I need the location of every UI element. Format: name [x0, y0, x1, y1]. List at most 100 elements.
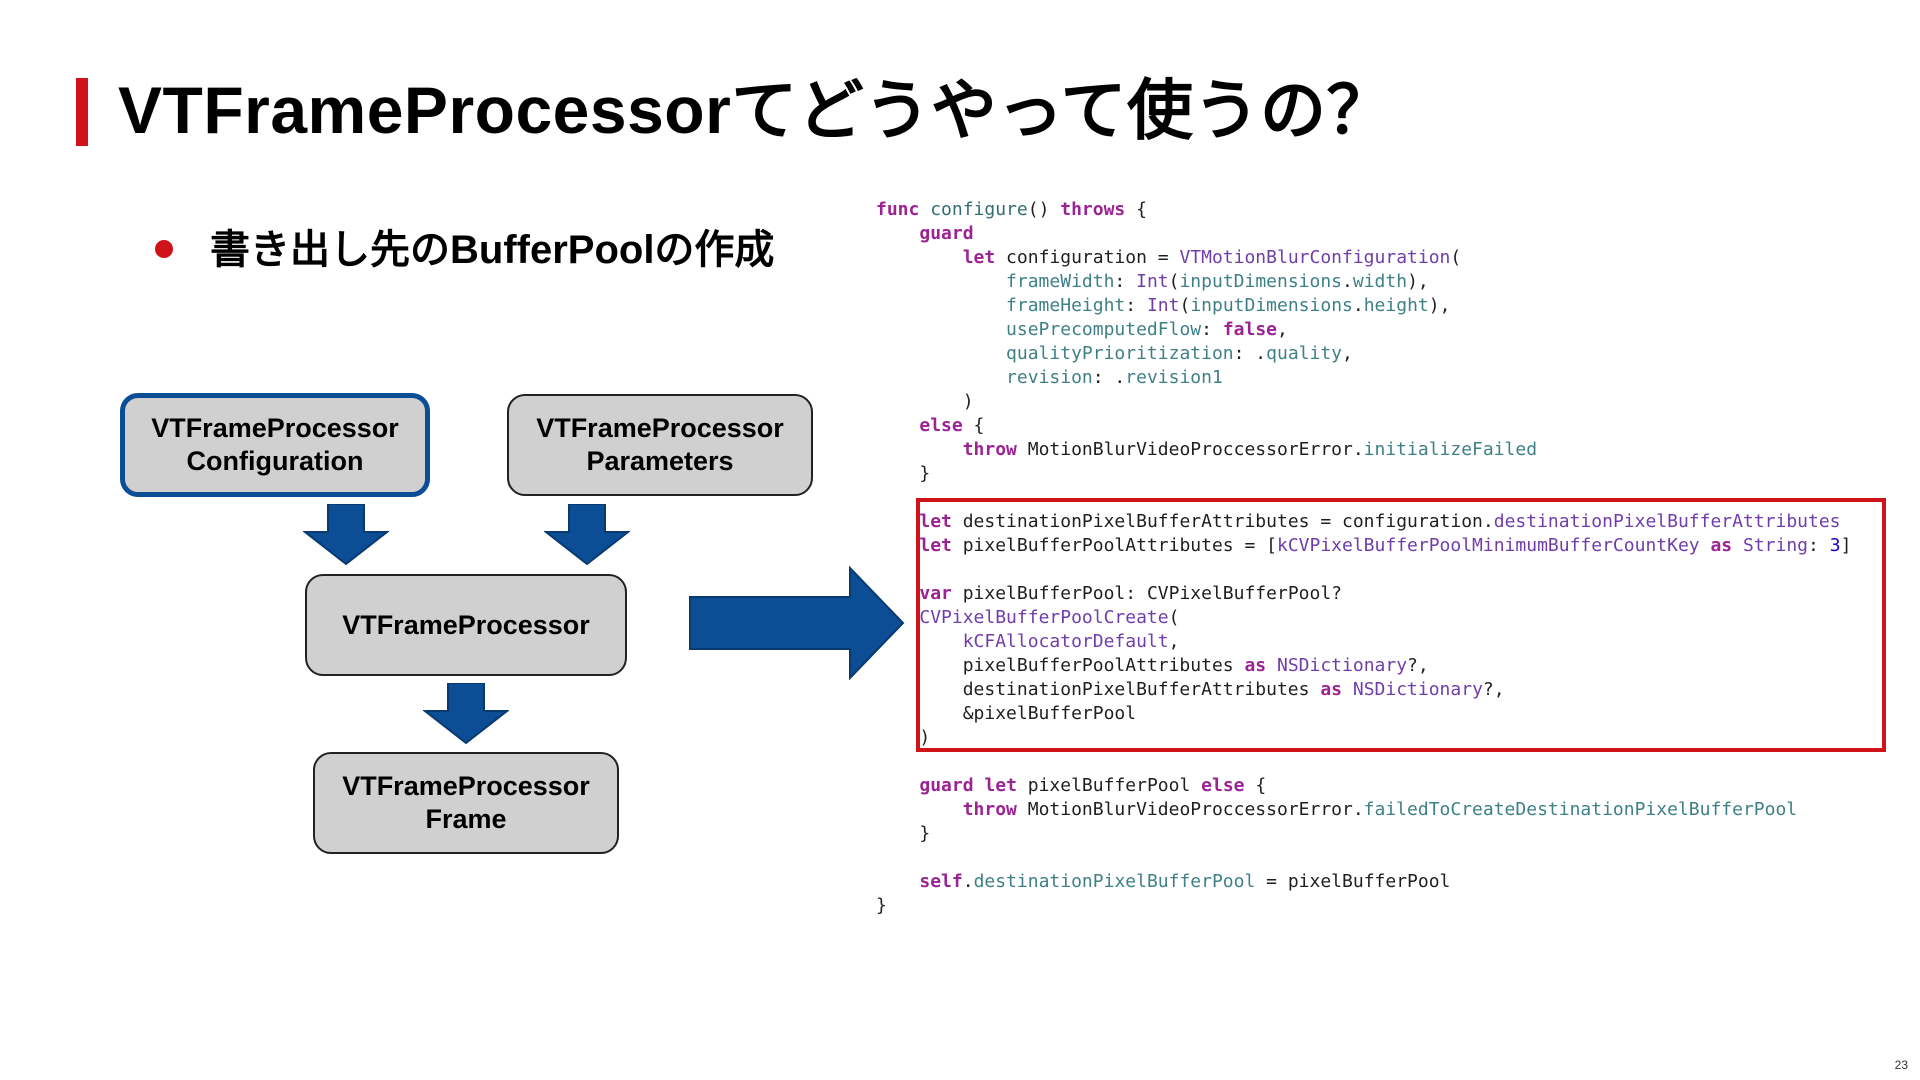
code-token: pixelBufferPool: CVPixelBufferPool? [951, 583, 1343, 604]
code-token: as [1244, 655, 1267, 676]
code-token: ] [1840, 535, 1852, 556]
code-token: ( [1450, 247, 1462, 268]
code-token [876, 367, 1006, 388]
code-token: MotionBlurVideoProccessorError. [1016, 799, 1364, 820]
code-token: : [1808, 535, 1830, 556]
code-token: ?, [1482, 679, 1505, 700]
code-token: throws [1060, 199, 1126, 220]
code-token: } [876, 895, 887, 916]
code-line: frameHeight: Int(inputDimensions.height)… [876, 294, 1851, 318]
code-line: self.destinationPixelBufferPool = pixelB… [876, 870, 1851, 894]
code-token: ( [1168, 607, 1180, 628]
code-token: width [1352, 271, 1408, 292]
code-token: Int [1136, 271, 1169, 292]
code-line: ) [876, 390, 1851, 414]
code-token: Int [1146, 295, 1180, 316]
code-token: var [919, 583, 952, 604]
code-token: 3 [1829, 535, 1841, 556]
code-token [876, 511, 919, 532]
code-token: usePrecomputedFlow [1006, 319, 1202, 340]
code-token: self [919, 871, 963, 892]
code-line: var pixelBufferPool: CVPixelBufferPool? [876, 582, 1851, 606]
code-token: , [1277, 319, 1288, 340]
code-token [974, 775, 985, 796]
code-token: , [1342, 343, 1353, 364]
code-token [876, 319, 1006, 340]
code-token [876, 439, 963, 460]
page-number: 23 [1894, 1058, 1908, 1072]
config-box: VTFrameProcessor Configuration [120, 393, 430, 497]
code-block: func configure () throws { guard let conf… [876, 198, 1851, 918]
code-token: else [1201, 775, 1245, 796]
code-line: throw MotionBlurVideoProccessorError.fai… [876, 798, 1851, 822]
code-token: let [919, 511, 952, 532]
code-line: usePrecomputedFlow: false, [876, 318, 1851, 342]
params-box-line1: VTFrameProcessor [536, 413, 784, 443]
code-token [876, 535, 919, 556]
code-token: as [1710, 535, 1733, 556]
code-token: initializeFailed [1363, 439, 1538, 460]
code-line: let destinationPixelBufferAttributes = c… [876, 510, 1851, 534]
code-token: destinationPixelBufferAttributes = confi… [951, 511, 1494, 532]
code-line: } [876, 822, 1851, 846]
code-token: ) [876, 727, 931, 748]
code-token: { [1244, 775, 1267, 796]
code-token [876, 271, 1006, 292]
code-token: height [1363, 295, 1429, 316]
code-token: false [1222, 319, 1277, 340]
code-token: qualityPrioritization [1006, 343, 1234, 364]
code-token: func [876, 199, 931, 220]
down-arrow-processor [423, 683, 509, 745]
code-token: frameWidth [1006, 271, 1115, 292]
code-token: : [1114, 271, 1137, 292]
code-token: String [1743, 535, 1809, 556]
code-token: kCFAllocatorDefault [962, 631, 1169, 652]
code-token: } [876, 463, 931, 484]
code-token: let [962, 247, 996, 268]
code-token: revision1 [1125, 367, 1223, 388]
code-line: &pixelBufferPool [876, 702, 1851, 726]
code-token: pixelBufferPoolAttributes = [ [951, 535, 1277, 556]
code-token: NSDictionary [1352, 679, 1483, 700]
highlight-frame [916, 498, 1886, 752]
code-token: configuration = [995, 247, 1180, 268]
code-line: revision: .revision1 [876, 366, 1851, 390]
code-token [876, 775, 919, 796]
code-line: let pixelBufferPoolAttributes = [kCVPixe… [876, 534, 1851, 558]
processor-box: VTFrameProcessor [305, 574, 627, 676]
code-token: { [1125, 199, 1147, 220]
code-line: ) [876, 726, 1851, 750]
right-arrow [689, 566, 905, 680]
code-token [876, 343, 1006, 364]
code-token: configure [930, 199, 1028, 220]
code-token: MotionBlurVideoProccessorError. [1016, 439, 1364, 460]
code-token: } [876, 823, 931, 844]
code-line: let configuration = VTMotionBlurConfigur… [876, 246, 1851, 270]
code-line: } [876, 894, 1851, 918]
code-token: else [919, 415, 963, 436]
code-token: let [919, 535, 952, 556]
code-token: ?, [1407, 655, 1429, 676]
bullet-text: 書き出し先のBufferPoolの作成 [210, 228, 775, 272]
config-box-line2: Configuration [186, 446, 364, 476]
code-line: guard let pixelBufferPool else { [876, 774, 1851, 798]
code-token: ( [1179, 295, 1191, 316]
code-token: kCVPixelBufferPoolMinimumBufferCountKey [1276, 535, 1700, 556]
code-token: ), [1428, 295, 1451, 316]
code-token: NSDictionary [1277, 655, 1408, 676]
code-token: guard [919, 775, 974, 796]
code-token: destinationPixelBufferAttributes [876, 679, 1321, 700]
code-token: inputDimensions [1190, 295, 1353, 316]
code-token: ) [876, 391, 974, 412]
code-token: quality [1266, 343, 1342, 364]
config-box-line1: VTFrameProcessor [151, 413, 399, 443]
code-token: destinationPixelBufferAttributes [1493, 511, 1841, 532]
down-arrow-config [303, 504, 389, 566]
code-token: { [962, 415, 985, 436]
page-title: VTFrameProcessorてどうやって使うの？ [118, 73, 1393, 147]
frame-box: VTFrameProcessor Frame [313, 752, 619, 854]
code-token: &pixelBufferPool [876, 703, 1137, 724]
down-arrow-params [544, 504, 630, 566]
code-token: pixelBufferPool [1016, 775, 1202, 796]
code-token: frameHeight [1006, 295, 1126, 316]
